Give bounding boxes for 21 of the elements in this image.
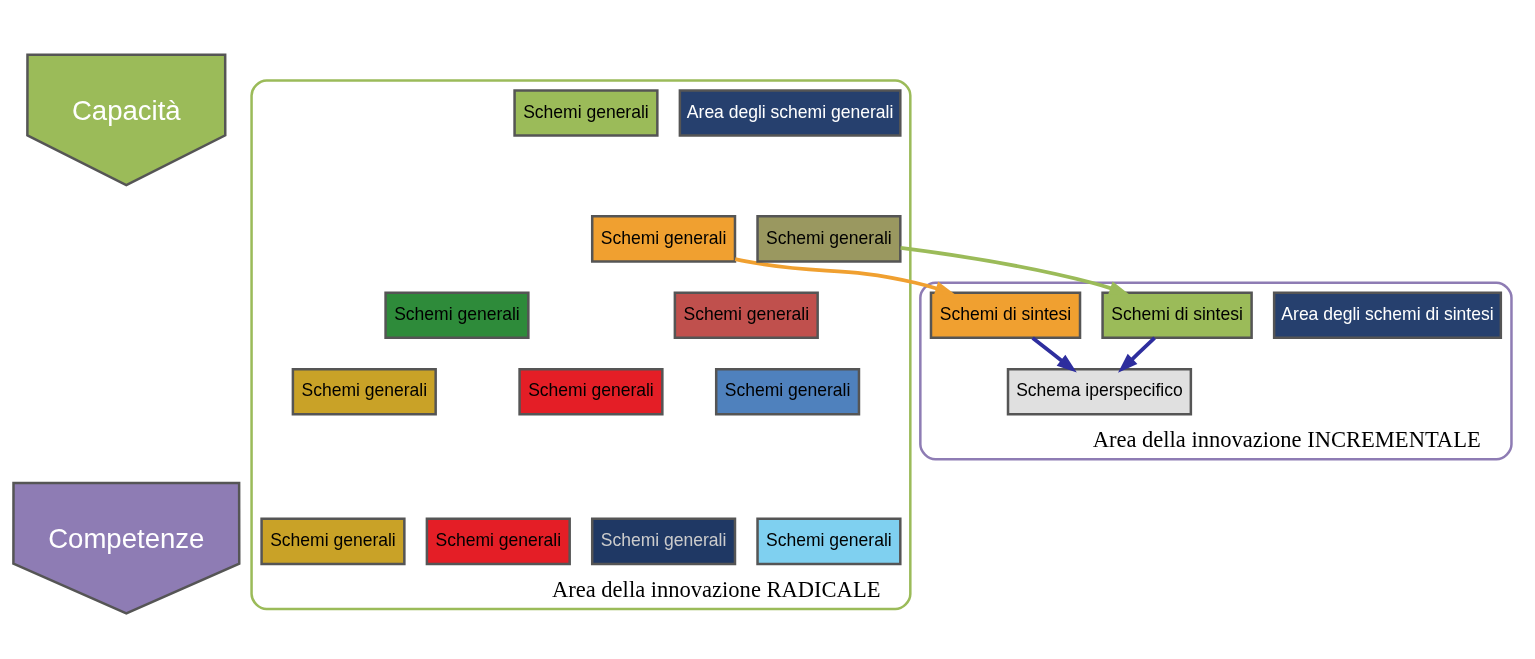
arrow: [1031, 335, 1077, 373]
node-box: Schemi generali: [756, 517, 902, 565]
node-box: Area degli schemi di sintesi: [1272, 291, 1503, 339]
node-box: Schemi generali: [384, 291, 530, 339]
node-box: Schemi di sintesi: [1101, 291, 1253, 339]
node-box: Schemi generali: [513, 88, 659, 137]
node-box: Schemi generali: [425, 517, 571, 565]
node-box: Schemi generali: [518, 367, 664, 415]
node-box: Area degli schemi generali: [678, 88, 902, 137]
node-box: Schemi di sintesi: [929, 291, 1082, 339]
arrow: [1118, 336, 1156, 373]
node-box: Schemi generali: [714, 367, 861, 415]
node-box: Schemi generali: [291, 367, 437, 415]
node-box: Schemi generali: [756, 214, 902, 263]
arrow: [734, 256, 956, 295]
arrow: [900, 245, 1130, 295]
node-box: Schemi generali: [590, 214, 737, 263]
node-box: Schemi generali: [590, 517, 737, 565]
node-box: Schemi generali: [673, 291, 819, 339]
node-box: Schemi generali: [260, 517, 406, 565]
node-box: Schema iperspecifico: [1006, 367, 1193, 415]
